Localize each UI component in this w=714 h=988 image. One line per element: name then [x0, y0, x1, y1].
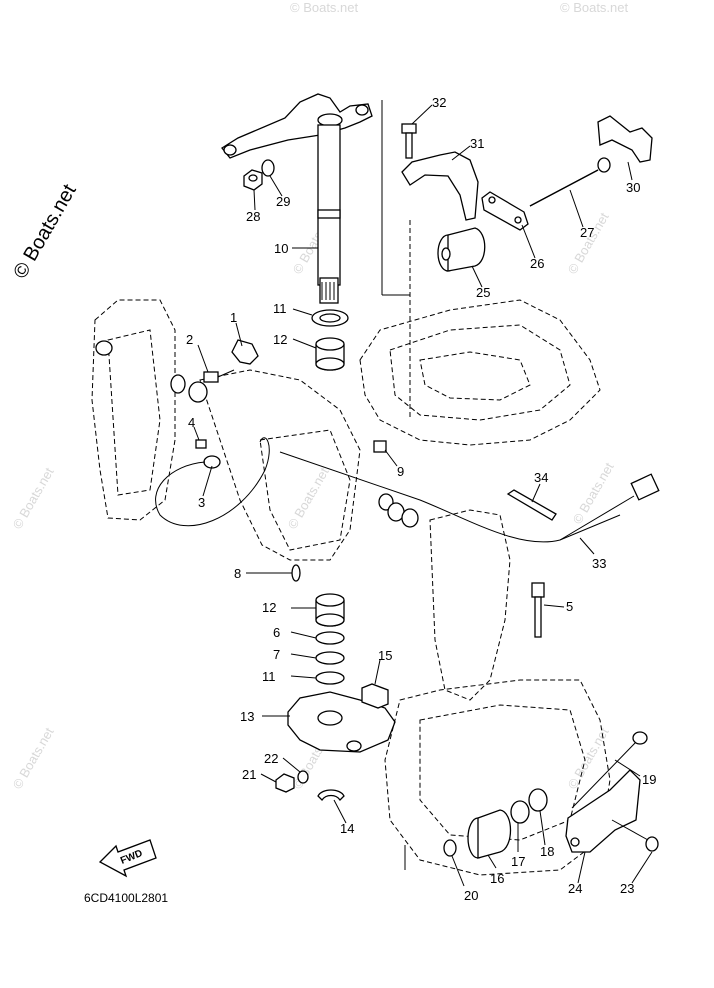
washer-22: [297, 770, 309, 784]
hose-line: [155, 437, 270, 527]
watermark-text: © Boats.net: [290, 0, 359, 15]
washers-left: [170, 374, 208, 403]
swivel-bracket: [91, 299, 361, 561]
callout-8: 8: [234, 566, 241, 581]
strap-5: [531, 582, 545, 638]
callout-23: 23: [620, 881, 634, 896]
callout-17: 17: [511, 854, 525, 869]
mount-13: [287, 691, 396, 753]
callout-26: 26: [530, 256, 544, 271]
rubber-mount-16: [467, 809, 512, 859]
callout-30: 30: [626, 180, 640, 195]
watermark-text: © Boats.net: [10, 465, 57, 532]
watermark-text: © Boats.net: [285, 465, 332, 532]
callout-24: 24: [568, 881, 582, 896]
callout-14: 14: [340, 821, 354, 836]
callout-7: 7: [273, 647, 280, 662]
bolt-8: [262, 564, 301, 582]
callout-6: 6: [273, 625, 280, 640]
callout-33: 33: [592, 556, 606, 571]
bolt-27: [529, 157, 611, 207]
callout-16: 16: [490, 871, 504, 886]
callout-25: 25: [476, 285, 490, 300]
callout-3: 3: [198, 495, 205, 510]
bolt-19: [571, 731, 648, 809]
washer-7: [315, 651, 345, 665]
callout-11-top: 11: [273, 301, 287, 316]
fwd-arrow-icon: FWD: [98, 839, 157, 878]
bushing-12-upper: [315, 337, 345, 371]
washer-20: [443, 839, 457, 857]
rubber-mount-25: [437, 227, 486, 272]
callout-27: 27: [580, 225, 594, 240]
callout-29: 29: [276, 194, 290, 209]
callout-21: 21: [242, 767, 256, 782]
bolt-32: [401, 123, 417, 159]
callout-12-top: 12: [273, 332, 287, 347]
callout-5: 5: [566, 599, 573, 614]
callouts: 1 2 3 4 5 6 7 8 9 10 11 11 12 12 13 14 1…: [186, 95, 656, 903]
bolt-2: [203, 369, 235, 383]
bushing-12-lower: [315, 593, 345, 627]
callout-11-bottom: 11: [262, 669, 276, 684]
callout-10: 10: [274, 241, 288, 256]
mount-bracket-31: [401, 151, 479, 221]
bracket-30: [597, 115, 653, 163]
washer-11-lower: [315, 671, 345, 685]
bracket-24: [565, 769, 641, 853]
callout-9: 9: [397, 464, 404, 479]
tie-band-34: [506, 489, 557, 521]
brand-watermark: © Boats.net: [9, 180, 81, 282]
callout-22: 22: [264, 751, 278, 766]
plate-26: [481, 191, 529, 231]
diagram-code: 6CD4100L2801: [84, 891, 168, 905]
engine-base: [359, 100, 601, 446]
watermark-text: © Boats.net: [565, 210, 612, 277]
watermark-text: © Boats.net: [570, 460, 617, 527]
callout-34: 34: [534, 470, 548, 485]
grommets-mid: [378, 493, 419, 528]
steering-shaft: [317, 124, 341, 304]
callout-15: 15: [378, 648, 392, 663]
screw-4: [195, 439, 207, 449]
leader-lines: [193, 104, 653, 887]
washer-18: [528, 788, 548, 812]
watermark-text: © Boats.net: [10, 725, 57, 792]
watermark-text: © Boats.net: [560, 0, 629, 15]
callout-28: 28: [246, 209, 260, 224]
callout-2: 2: [186, 332, 193, 347]
steering-arm: [221, 93, 373, 159]
callout-20: 20: [464, 888, 478, 903]
clamp-9: [373, 440, 387, 453]
clip-1: [231, 339, 259, 365]
callout-12-bottom: 12: [262, 600, 276, 615]
callout-18: 18: [540, 844, 554, 859]
callout-13: 13: [240, 709, 254, 724]
cable-33: [279, 451, 660, 543]
bolt-23: [611, 819, 659, 852]
washer-29: [261, 159, 275, 177]
callout-32: 32: [432, 95, 446, 110]
nut-28: [243, 169, 263, 191]
washer-6: [315, 631, 345, 645]
nut-21: [275, 773, 295, 793]
washer-17: [510, 800, 530, 824]
thrust-washer-11-upper: [311, 309, 349, 327]
callout-1: 1: [230, 310, 237, 325]
clip-14: [317, 789, 345, 802]
watermark-text: © Boats.net: [565, 725, 612, 792]
callout-19: 19: [642, 772, 656, 787]
callout-4: 4: [188, 415, 195, 430]
stopper-15: [361, 683, 389, 709]
callout-31: 31: [470, 136, 484, 151]
